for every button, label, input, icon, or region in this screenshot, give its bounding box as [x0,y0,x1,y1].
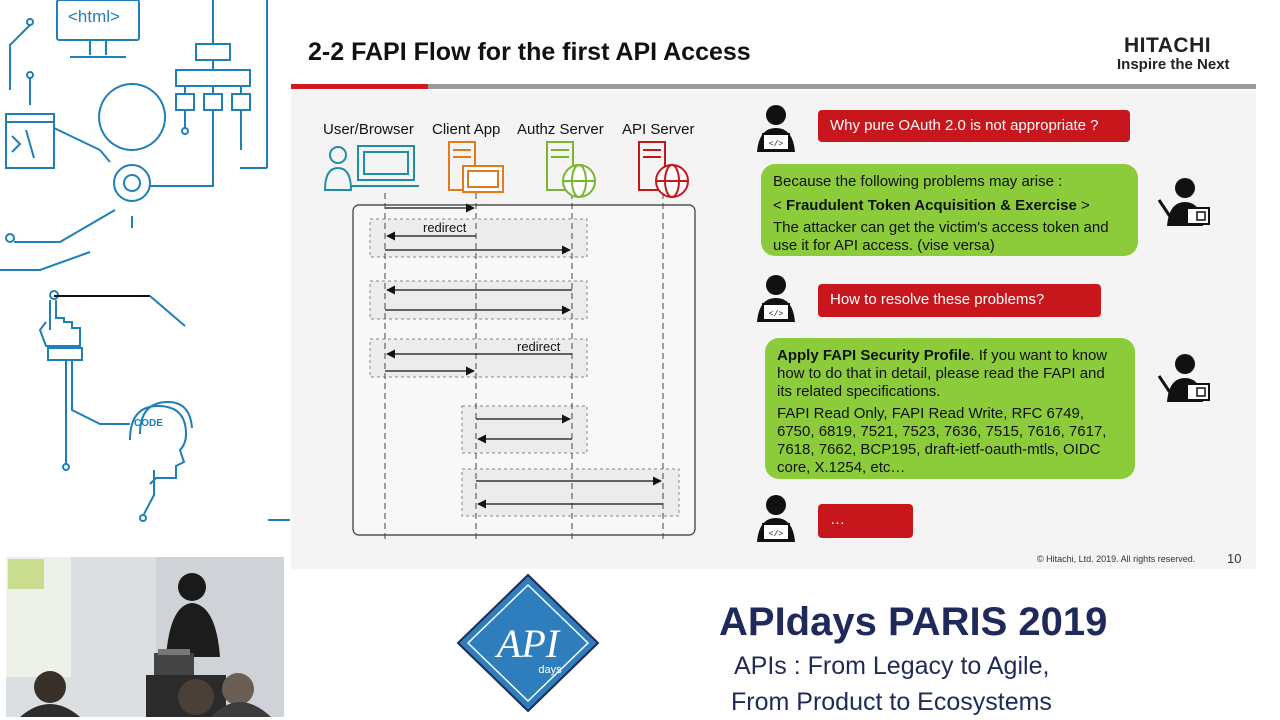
answer-2-highlight: Apply FAPI Security Profile [777,347,971,364]
answer-2-rest: . If you want to know how to do that in … [777,347,1108,400]
svg-text:</>: </> [769,530,784,539]
exchange-group-2 [369,280,588,320]
answer-bubble-2: Apply FAPI Security Profile. If you want… [765,338,1135,479]
answer-1-bracket-close: > [1076,197,1090,214]
actor-label-authz-server: Authz Server [517,121,604,138]
exchange-group-1 [369,218,588,258]
circuit-illustration: <html> CODE [0,0,290,522]
message-label-redirect-2: redirect [517,339,561,354]
answer-bubble-1: Because the following problems may arise… [761,164,1138,256]
user-browser-icon [323,145,419,191]
actor-label-api-server: API Server [622,121,695,138]
left-decoration-panel: <html> CODE [0,0,290,555]
exchange-group-5 [461,468,680,517]
event-subtitle-line-2: From Product to Ecosystems [731,688,1052,716]
event-subtitle-line-1: APIs : From Legacy to Agile, [734,652,1050,680]
hitachi-logo: HITACHI [1124,34,1212,57]
code-label: CODE [134,418,163,429]
svg-text:</>: </> [769,140,784,149]
authz-server-icon [546,141,596,198]
presentation-slide: 2-2 FAPI Flow for the first API Access H… [291,18,1256,569]
attacker-icon-1: </> [757,105,795,152]
copyright-notice: © Hitachi, Ltd. 2019. All rights reserve… [1037,554,1196,564]
speaker-scene [6,557,284,717]
client-app-icon [448,141,504,193]
title-rule-accent [291,84,428,89]
question-bubble-1: Why pure OAuth 2.0 is not appropriate ? [818,110,1130,142]
answer-1-bracket-open: < [773,197,786,214]
presenter-icon-2 [1157,354,1210,402]
api-server-icon [638,141,689,198]
slide-title: 2-2 FAPI Flow for the first API Access [308,38,751,66]
svg-text:</>: </> [769,310,784,319]
actor-label-user-browser: User/Browser [323,121,414,138]
question-bubble-3: … [818,504,913,538]
logo-days-text: days [538,664,562,676]
title-rule [291,84,1256,89]
answer-2-intro: Apply FAPI Security Profile. If you want… [777,347,1123,401]
answer-2-specs: FAPI Read Only, FAPI Read Write, RFC 674… [777,405,1107,476]
sequence-diagram [323,141,696,540]
speaker-video-feed [6,557,284,717]
attacker-icon-2: </> [757,275,795,322]
answer-1-line-2: < Fraudulent Token Acquisition & Exercis… [773,197,1126,215]
answer-1-line-1: Because the following problems may arise… [773,173,1063,190]
slide-page-number: 10 [1227,551,1242,566]
answer-1-line-3: The attacker can get the victim's access… [773,219,1109,254]
logo-api-text: API [494,621,561,666]
hitachi-tagline: Inspire the Next [1117,56,1230,73]
html-tag-label: <html> [68,7,120,26]
exchange-group-4 [461,405,588,454]
question-bubble-2: How to resolve these problems? [818,284,1101,317]
attacker-icon-3: </> [757,495,795,542]
event-title: APIdays PARIS 2019 [719,600,1108,644]
answer-1-highlight: Fraudulent Token Acquisition & Exercise [785,197,1077,214]
actor-label-client-app: Client App [432,121,501,138]
presenter-icon-1 [1157,178,1210,226]
message-label-redirect-1: redirect [423,220,467,235]
apidays-logo: API days [456,573,600,713]
